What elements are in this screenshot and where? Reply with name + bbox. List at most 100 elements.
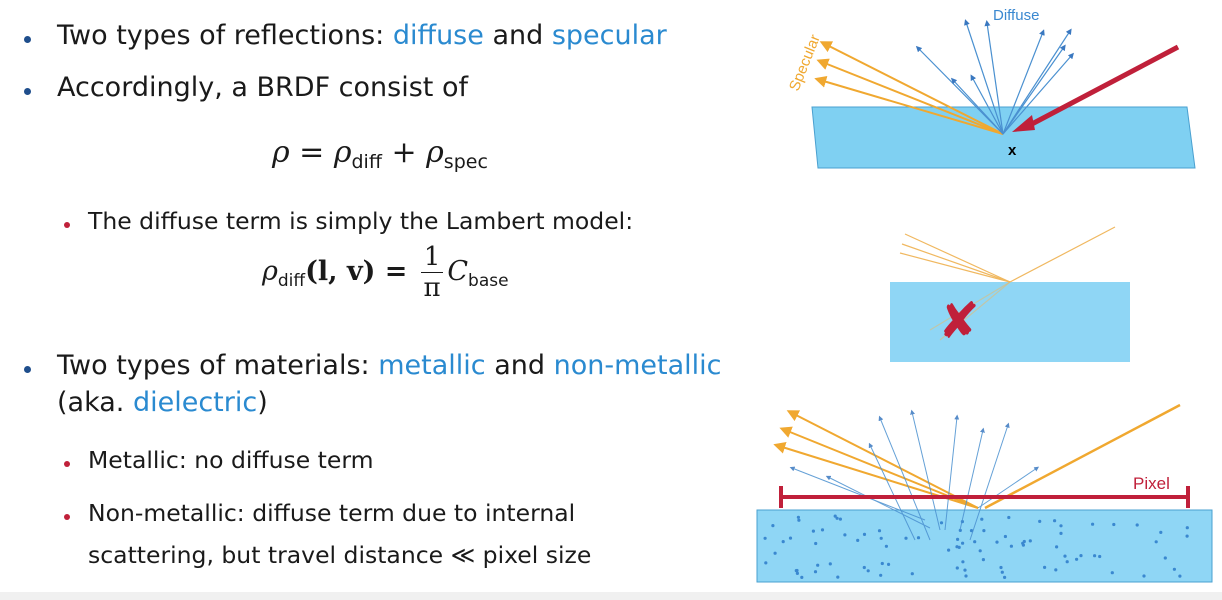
particle-dot — [816, 563, 820, 567]
text: Two types of materials: — [57, 350, 379, 381]
particle-dot — [811, 529, 815, 533]
particle-dot — [771, 524, 775, 528]
specular-rays — [814, 41, 1004, 135]
particle-dot — [982, 529, 986, 533]
surface — [890, 282, 1130, 362]
particle-dot — [978, 549, 982, 553]
particle-dot — [1003, 575, 1007, 579]
particle-dot — [1065, 560, 1069, 564]
particle-dot — [1009, 544, 1013, 548]
particle-dot — [794, 569, 798, 573]
particle-dot — [828, 562, 832, 566]
particle-dot — [781, 540, 785, 544]
particle-dot — [1053, 519, 1057, 523]
point-label: x — [1008, 142, 1017, 159]
particle-dot — [879, 536, 883, 540]
particle-dot — [973, 540, 977, 544]
particle-dot — [1185, 534, 1189, 538]
bullet-lambert: The diffuse term is simply the Lambert m… — [88, 207, 634, 235]
reflection-diagram: Diffuse Specular x — [786, 7, 1196, 169]
bullet-non-metallic-line2: scattering, but travel distance ≪ pixel … — [88, 541, 592, 569]
particle-dot — [956, 537, 960, 541]
particle-dot — [955, 545, 959, 549]
particle-dot — [964, 574, 968, 578]
particle-dot — [981, 558, 985, 562]
incident-ray — [984, 403, 1181, 510]
particle-dot — [797, 518, 801, 522]
particle-dot — [887, 562, 891, 566]
particle-dot — [795, 571, 799, 575]
rays — [899, 226, 1116, 341]
math: base — [468, 271, 509, 291]
particle-dot — [963, 568, 967, 572]
particle-dot — [958, 528, 962, 532]
subsurface-diagram: Pixel — [756, 403, 1213, 583]
diffuse-rays — [915, 19, 1074, 135]
particle-dot — [955, 566, 959, 570]
sub-bullet-dot — [64, 461, 70, 467]
incident-ray — [1028, 44, 1180, 128]
surface — [756, 509, 1213, 583]
particle-dot — [939, 521, 944, 525]
particle-dot — [1163, 556, 1167, 560]
particle-dot — [961, 560, 965, 564]
particle-dot — [1154, 540, 1158, 544]
particle-dot — [1091, 522, 1095, 526]
particle-dot — [884, 544, 888, 548]
particle-dot — [999, 565, 1003, 570]
bullet-materials-line2: (aka. dielectric) — [57, 387, 268, 418]
bullet-brdf: Accordingly, a BRDF consist of — [57, 72, 468, 103]
particle-dot — [910, 572, 914, 576]
math: C — [447, 256, 469, 287]
bullet-materials: Two types of materials: metallic and non… — [57, 350, 721, 381]
text: (aka. — [57, 387, 133, 418]
math: + — [381, 135, 427, 170]
sub-bullet-dot — [64, 222, 70, 228]
bullet-non-metallic: Non-metallic: diffuse term due to intern… — [88, 499, 576, 527]
particle-dot — [1093, 554, 1097, 558]
bullet-dot — [24, 36, 31, 43]
particle-dot — [788, 536, 793, 540]
math: ρ — [333, 135, 352, 170]
particle-dot — [814, 541, 818, 546]
bullet-reflection-types: Two types of reflections: diffuse and sp… — [57, 20, 667, 51]
particle-dot — [813, 570, 818, 574]
text: ) — [257, 387, 268, 418]
bullet-dot — [24, 88, 31, 95]
particle-dot — [880, 561, 884, 566]
particle-dot — [1178, 574, 1182, 578]
particle-dot — [1028, 539, 1032, 543]
particle-dot — [969, 529, 974, 533]
particle-dot — [904, 536, 908, 540]
math: diff — [351, 151, 382, 173]
math: diff — [277, 271, 306, 291]
particle-dot — [1021, 543, 1025, 547]
particle-dot — [1079, 554, 1083, 558]
particle-dot — [862, 532, 867, 536]
particle-dot — [947, 548, 951, 552]
refraction-diagram: ✘ — [890, 226, 1130, 362]
text: and — [483, 20, 552, 51]
particle-dot — [1063, 554, 1067, 558]
math: π — [423, 273, 441, 303]
term-specular: specular — [551, 20, 667, 51]
particle-dot — [833, 514, 837, 518]
particle-dot — [1112, 522, 1116, 527]
math: (l, v) = — [305, 256, 417, 287]
particle-dot — [980, 517, 984, 521]
particle-dot — [1135, 523, 1139, 527]
bullet-dot — [24, 366, 31, 373]
particle-dot — [1110, 571, 1114, 575]
cross-icon: ✘ — [938, 292, 980, 350]
particle-dot — [1055, 545, 1059, 549]
particle-dot — [1003, 534, 1007, 539]
footer-strip — [0, 592, 1222, 600]
particles — [763, 514, 1189, 579]
particle-dot — [1075, 557, 1079, 561]
particle-dot — [1038, 519, 1042, 523]
particle-dot — [835, 516, 839, 520]
particle-dot — [879, 573, 883, 577]
particle-dot — [856, 538, 860, 542]
